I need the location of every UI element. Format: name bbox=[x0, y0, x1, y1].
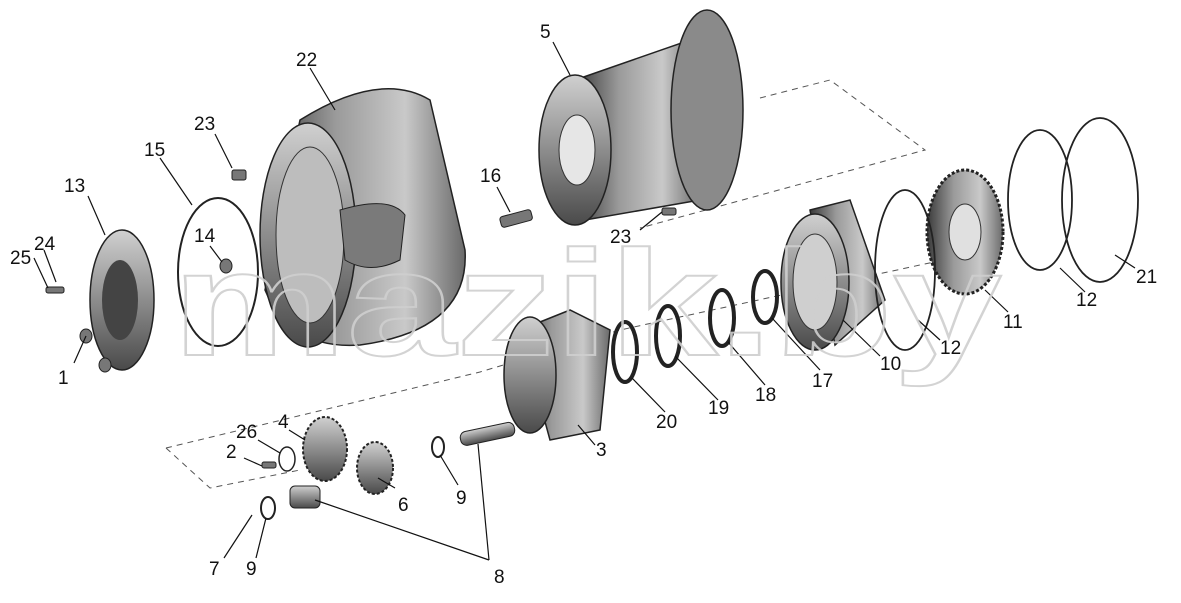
label-part-10: 10 bbox=[880, 354, 901, 375]
washers bbox=[611, 269, 779, 384]
carrier-part-3 bbox=[503, 309, 611, 441]
snap-rings bbox=[874, 117, 1139, 351]
label-part-26: 26 bbox=[236, 422, 257, 443]
pins-part-8 bbox=[289, 421, 516, 509]
label-part-22: 22 bbox=[296, 50, 317, 71]
housing-part-22 bbox=[259, 88, 466, 348]
label-part-25: 25 bbox=[10, 248, 31, 269]
label-part-11: 11 bbox=[1003, 312, 1023, 333]
label-part-8: 8 bbox=[494, 567, 505, 588]
label-part-13: 13 bbox=[64, 176, 85, 197]
label-part-23-right: 23 bbox=[610, 227, 631, 248]
leader-lines bbox=[33, 41, 1136, 561]
label-part-19: 19 bbox=[708, 398, 729, 419]
label-part-6: 6 bbox=[398, 495, 409, 516]
label-part-20: 20 bbox=[656, 412, 677, 433]
watermark-text: mazik.by bbox=[172, 219, 1002, 387]
label-part-24: 24 bbox=[34, 234, 56, 255]
label-part-3: 3 bbox=[596, 440, 607, 461]
part-number-labels: 1 2 3 4 5 6 7 8 9 9 10 11 12 12 13 14 15… bbox=[10, 22, 1157, 588]
label-part-1: 1 bbox=[58, 368, 69, 389]
gear-part-11 bbox=[925, 168, 1005, 296]
gasket-part-15 bbox=[177, 197, 259, 347]
label-part-7: 7 bbox=[209, 559, 220, 580]
label-part-16: 16 bbox=[480, 166, 501, 187]
label-part-12-right: 12 bbox=[1076, 290, 1097, 311]
label-part-5: 5 bbox=[540, 22, 551, 43]
label-part-4: 4 bbox=[278, 412, 289, 433]
hub-part-5 bbox=[538, 9, 744, 226]
ring-gear-part-10 bbox=[780, 199, 886, 351]
pinion-gears bbox=[302, 416, 394, 495]
label-part-2: 2 bbox=[226, 442, 237, 463]
label-part-14: 14 bbox=[194, 226, 216, 247]
label-part-21: 21 bbox=[1136, 267, 1157, 288]
label-part-23-left: 23 bbox=[194, 114, 215, 135]
label-part-18: 18 bbox=[755, 385, 776, 406]
label-part-9-upper: 9 bbox=[456, 488, 467, 509]
label-part-12-left: 12 bbox=[940, 338, 961, 359]
label-part-17: 17 bbox=[812, 371, 833, 392]
label-part-9-lower: 9 bbox=[246, 559, 257, 580]
cover-part-13 bbox=[89, 229, 155, 371]
label-part-15: 15 bbox=[144, 140, 165, 161]
